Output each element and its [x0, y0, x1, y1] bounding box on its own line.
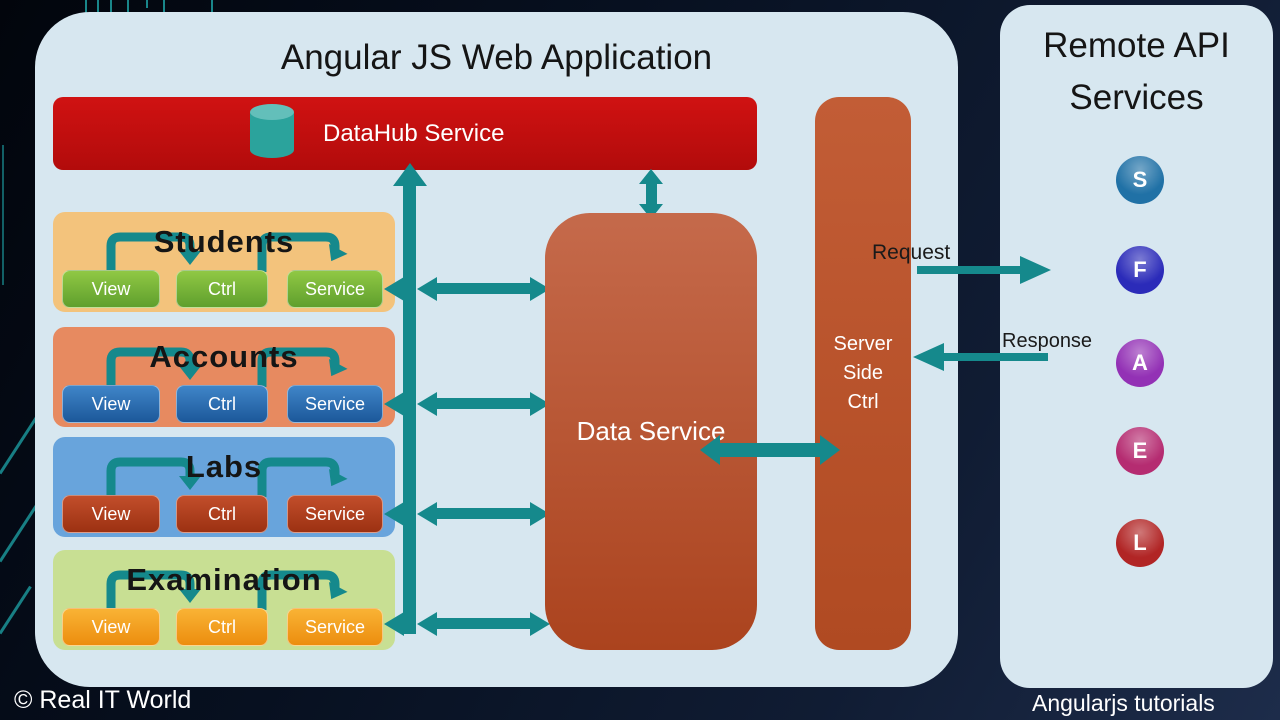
view-box: View: [62, 385, 160, 423]
remote-service-circle-e: E: [1116, 427, 1164, 475]
up-arrow-icon: [393, 163, 427, 186]
service-label: Service: [304, 503, 366, 524]
server-side-line3: Ctrl: [847, 391, 879, 413]
data-service-block: Data Service: [545, 213, 757, 650]
view-box: View: [62, 608, 160, 646]
double-arrow: [718, 443, 820, 457]
hub-vertical-connector: [403, 178, 416, 634]
service-label: Service: [304, 393, 366, 414]
left-arrow-icon: [384, 392, 404, 416]
right-arrow-icon: [1020, 256, 1051, 284]
deco-tick: [127, 0, 129, 19]
module-title: Labs: [185, 449, 263, 484]
deco-line: [2, 145, 4, 285]
mvc-flow-arrows-icon: [106, 347, 348, 389]
remote-service-circle-s: S: [1116, 156, 1164, 204]
deco-diagonal: [0, 585, 32, 635]
ctrl-box: Ctrl: [176, 270, 268, 308]
remote-api-title-line1: Remote API: [1043, 26, 1230, 65]
service-box: Service: [287, 495, 383, 533]
up-arrow-icon: [639, 169, 663, 184]
ctrl-box: Ctrl: [176, 608, 268, 646]
remote-service-circle-l: L: [1116, 519, 1164, 567]
ctrl-box: Ctrl: [176, 385, 268, 423]
view-box: View: [62, 270, 160, 308]
service-label: Service: [304, 278, 366, 299]
service-label: Service: [304, 616, 366, 637]
double-arrow: [436, 398, 530, 409]
deco-tick: [97, 0, 99, 13]
remote-service-circle-f: F: [1116, 246, 1164, 294]
double-arrow-left-head-icon: [417, 392, 437, 416]
module-examination: Examination View Ctrl Service: [53, 550, 395, 650]
view-label: View: [91, 503, 131, 524]
datahub-service-bar: DataHub Service: [53, 97, 757, 170]
page-title: Angular JS Web Application: [280, 38, 713, 77]
view-label: View: [91, 278, 131, 299]
response-label: Response: [1002, 330, 1093, 352]
ctrl-box: Ctrl: [176, 495, 268, 533]
double-arrow-right-head-icon: [820, 435, 840, 465]
double-arrow: [436, 618, 530, 629]
module-title: Examination: [126, 562, 322, 597]
service-letter: A: [1132, 350, 1148, 375]
mvc-flow-arrows-icon: [106, 570, 348, 612]
double-arrow-right-head-icon: [530, 612, 550, 636]
module-title: Accounts: [149, 339, 299, 374]
deco-tick: [146, 0, 148, 8]
deco-tick: [163, 0, 165, 12]
left-arrow-icon: [384, 502, 404, 526]
view-box: View: [62, 495, 160, 533]
double-arrow: [436, 508, 530, 519]
double-arrow-left-head-icon: [700, 435, 720, 465]
double-arrow: [436, 283, 530, 294]
view-label: View: [91, 393, 131, 414]
module-accounts: Accounts View Ctrl Service: [53, 327, 395, 427]
request-arrow: [917, 266, 1020, 274]
double-arrow-left-head-icon: [417, 502, 437, 526]
vertical-double-arrow: [646, 183, 657, 205]
response-arrow: [944, 353, 1048, 361]
datahub-service-label: DataHub Service: [323, 119, 505, 147]
service-letter: E: [1132, 438, 1148, 463]
module-students: Students View Ctrl Service: [53, 212, 395, 312]
mvc-flow-arrows-icon: [106, 232, 348, 274]
channel-text: Angularjs tutorials: [1032, 690, 1215, 716]
mvc-flow-arrows-icon: [106, 457, 348, 499]
request-label: Request: [872, 241, 951, 264]
ctrl-label: Ctrl: [208, 393, 236, 414]
database-cylinder-icon: [250, 104, 294, 158]
server-side-ctrl-block: Server Side Ctrl: [815, 97, 911, 650]
service-box: Service: [287, 608, 383, 646]
ctrl-label: Ctrl: [208, 616, 236, 637]
ctrl-label: Ctrl: [208, 503, 236, 524]
module-labs: Labs View Ctrl Service: [53, 437, 395, 537]
server-side-line2: Side: [842, 362, 884, 384]
remote-service-circle-a: A: [1116, 339, 1164, 387]
service-box: Service: [287, 270, 383, 308]
service-letter: S: [1132, 167, 1148, 192]
double-arrow-left-head-icon: [417, 612, 437, 636]
copyright-text: © Real IT World: [14, 686, 192, 714]
service-box: Service: [287, 385, 383, 423]
left-arrow-icon: [913, 343, 944, 371]
remote-api-title: Remote API Services: [1000, 20, 1273, 124]
server-side-line1: Server: [833, 333, 893, 355]
left-arrow-icon: [384, 277, 404, 301]
view-label: View: [91, 616, 131, 637]
left-arrow-icon: [384, 612, 404, 636]
remote-api-title-line2: Services: [1069, 78, 1204, 117]
service-letter: F: [1133, 257, 1147, 282]
ctrl-label: Ctrl: [208, 278, 236, 299]
module-title: Students: [153, 224, 295, 259]
double-arrow-left-head-icon: [417, 277, 437, 301]
service-letter: L: [1133, 530, 1147, 555]
